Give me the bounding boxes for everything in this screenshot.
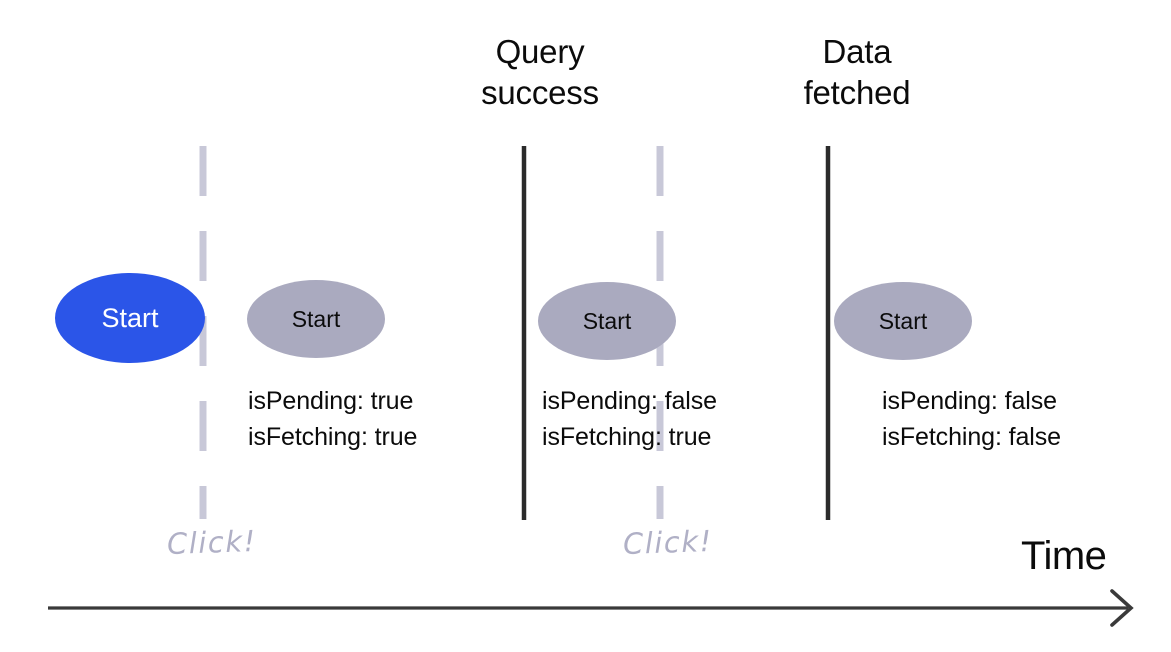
state-block-pending: isPending: true isFetching: true [248,387,418,451]
node-label: Start [582,307,632,334]
annotation-click-1: Click! [166,523,258,561]
node-start-success[interactable]: Start [538,282,676,360]
node-label: Start [101,302,159,333]
node-start-pending[interactable]: Start [247,280,385,358]
node-label: Start [291,305,341,332]
node-label: Start [878,307,928,334]
time-axis [48,589,1134,627]
node-start-active[interactable]: Start [55,273,205,363]
time-axis-label: Time [1021,534,1107,578]
node-start-fetched[interactable]: Start [834,282,972,360]
state-block-success: isPending: false isFetching: true [542,387,717,451]
state-block-fetched: isPending: false isFetching: false [882,387,1061,451]
event-label-query-success: Query success [481,33,599,111]
annotation-click-2: Click! [622,523,714,561]
arrow-right-icon [1110,589,1134,627]
event-label-data-fetched: Data fetched [803,33,911,111]
